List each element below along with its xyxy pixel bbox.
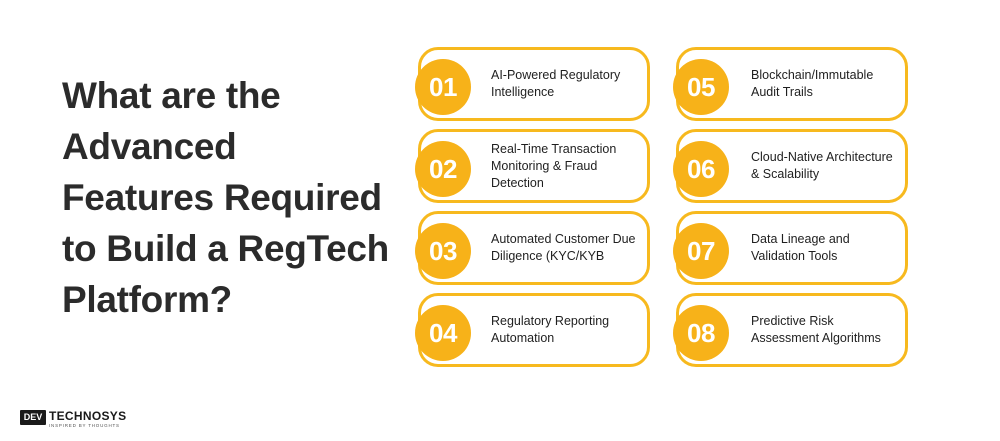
feature-card-05: 05 Blockchain/Immutable Audit Trails <box>673 47 908 121</box>
feature-number-badge: 02 <box>415 141 471 197</box>
feature-card-07: 07 Data Lineage and Validation Tools <box>673 211 908 285</box>
page-title: What are the Advanced Features Required … <box>62 75 389 320</box>
feature-text: AI-Powered Regulatory Intelligence <box>491 50 641 118</box>
feature-text: Regulatory Reporting Automation <box>491 296 641 364</box>
feature-number-badge: 04 <box>415 305 471 361</box>
feature-card-04: 04 Regulatory Reporting Automation <box>415 293 650 367</box>
feature-number-badge: 03 <box>415 223 471 279</box>
feature-number-badge: 07 <box>673 223 729 279</box>
logo-name: TECHNOSYS <box>49 409 127 423</box>
feature-number-badge: 05 <box>673 59 729 115</box>
feature-number-badge: 06 <box>673 141 729 197</box>
feature-card-02: 02 Real-Time Transaction Monitoring & Fr… <box>415 129 650 203</box>
feature-card-01: 01 AI-Powered Regulatory Intelligence <box>415 47 650 121</box>
feature-label: Data Lineage and Validation Tools <box>751 232 850 263</box>
feature-label: Automated Customer Due Diligence (KYC/KY… <box>491 232 636 263</box>
feature-text: Cloud-Native Architecture & Scalability <box>751 132 899 200</box>
feature-label: Blockchain/Immutable Audit Trails <box>751 68 874 99</box>
logo-mark: DEV <box>20 410 46 425</box>
feature-text: Blockchain/Immutable Audit Trails <box>751 50 899 118</box>
feature-label: Real-Time Transaction Monitoring & Fraud… <box>491 141 617 190</box>
feature-text: Predictive Risk Assessment Algorithms <box>751 296 899 364</box>
feature-text: Real-Time Transaction Monitoring & Fraud… <box>491 132 641 200</box>
feature-label: Predictive Risk Assessment Algorithms <box>751 314 881 345</box>
feature-label: Regulatory Reporting Automation <box>491 314 610 345</box>
company-logo: DEV TECHNOSYS INSPIRED BY THOUGHTS <box>20 410 126 432</box>
feature-label: Cloud-Native Architecture & Scalability <box>751 150 893 181</box>
feature-label: AI-Powered Regulatory Intelligence <box>491 68 621 99</box>
feature-card-03: 03 Automated Customer Due Diligence (KYC… <box>415 211 650 285</box>
logo-words: TECHNOSYS INSPIRED BY THOUGHTS <box>49 410 126 429</box>
feature-text: Automated Customer Due Diligence (KYC/KY… <box>491 214 641 282</box>
feature-card-06: 06 Cloud-Native Architecture & Scalabili… <box>673 129 908 203</box>
feature-text: Data Lineage and Validation Tools <box>751 214 899 282</box>
feature-number-badge: 01 <box>415 59 471 115</box>
feature-card-08: 08 Predictive Risk Assessment Algorithms <box>673 293 908 367</box>
feature-number-badge: 08 <box>673 305 729 361</box>
logo-tagline: INSPIRED BY THOUGHTS <box>49 423 120 428</box>
